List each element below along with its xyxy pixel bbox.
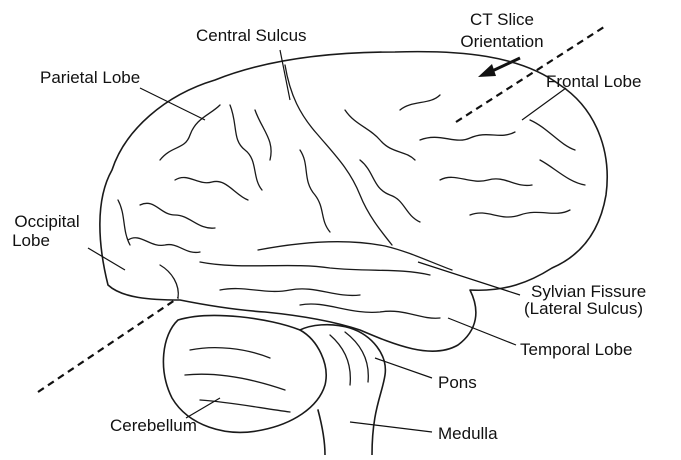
orientation-arrow: [478, 58, 520, 77]
orientation-label: Orientation: [448, 32, 556, 51]
ct-slice-label: CT Slice: [448, 10, 556, 29]
central-sulcus-line: [285, 65, 392, 245]
cerebellum-folia: [185, 348, 290, 412]
cerebellum-outline: [163, 315, 326, 432]
temporal-boundary: [200, 262, 430, 275]
frontal-lobe-label: Frontal Lobe: [546, 72, 641, 91]
central-sulcus-label: Central Sulcus: [196, 26, 307, 45]
temporal-lobe-label: Temporal Lobe: [520, 340, 632, 359]
occipital-label-line1: Occipital: [6, 212, 88, 231]
brainstem-outline: [300, 325, 385, 455]
parietal-lobe-label: Parietal Lobe: [40, 68, 140, 87]
ct-slice-line-lower: [38, 298, 178, 392]
pons-label: Pons: [438, 373, 477, 392]
medulla-label: Medulla: [438, 424, 498, 443]
pons-detail: [330, 332, 368, 385]
lateral-sulcus-label: (Lateral Sulcus): [524, 299, 643, 318]
cerebellum-label: Cerebellum: [110, 416, 197, 435]
occipital-label-line2: Lobe: [6, 231, 56, 250]
